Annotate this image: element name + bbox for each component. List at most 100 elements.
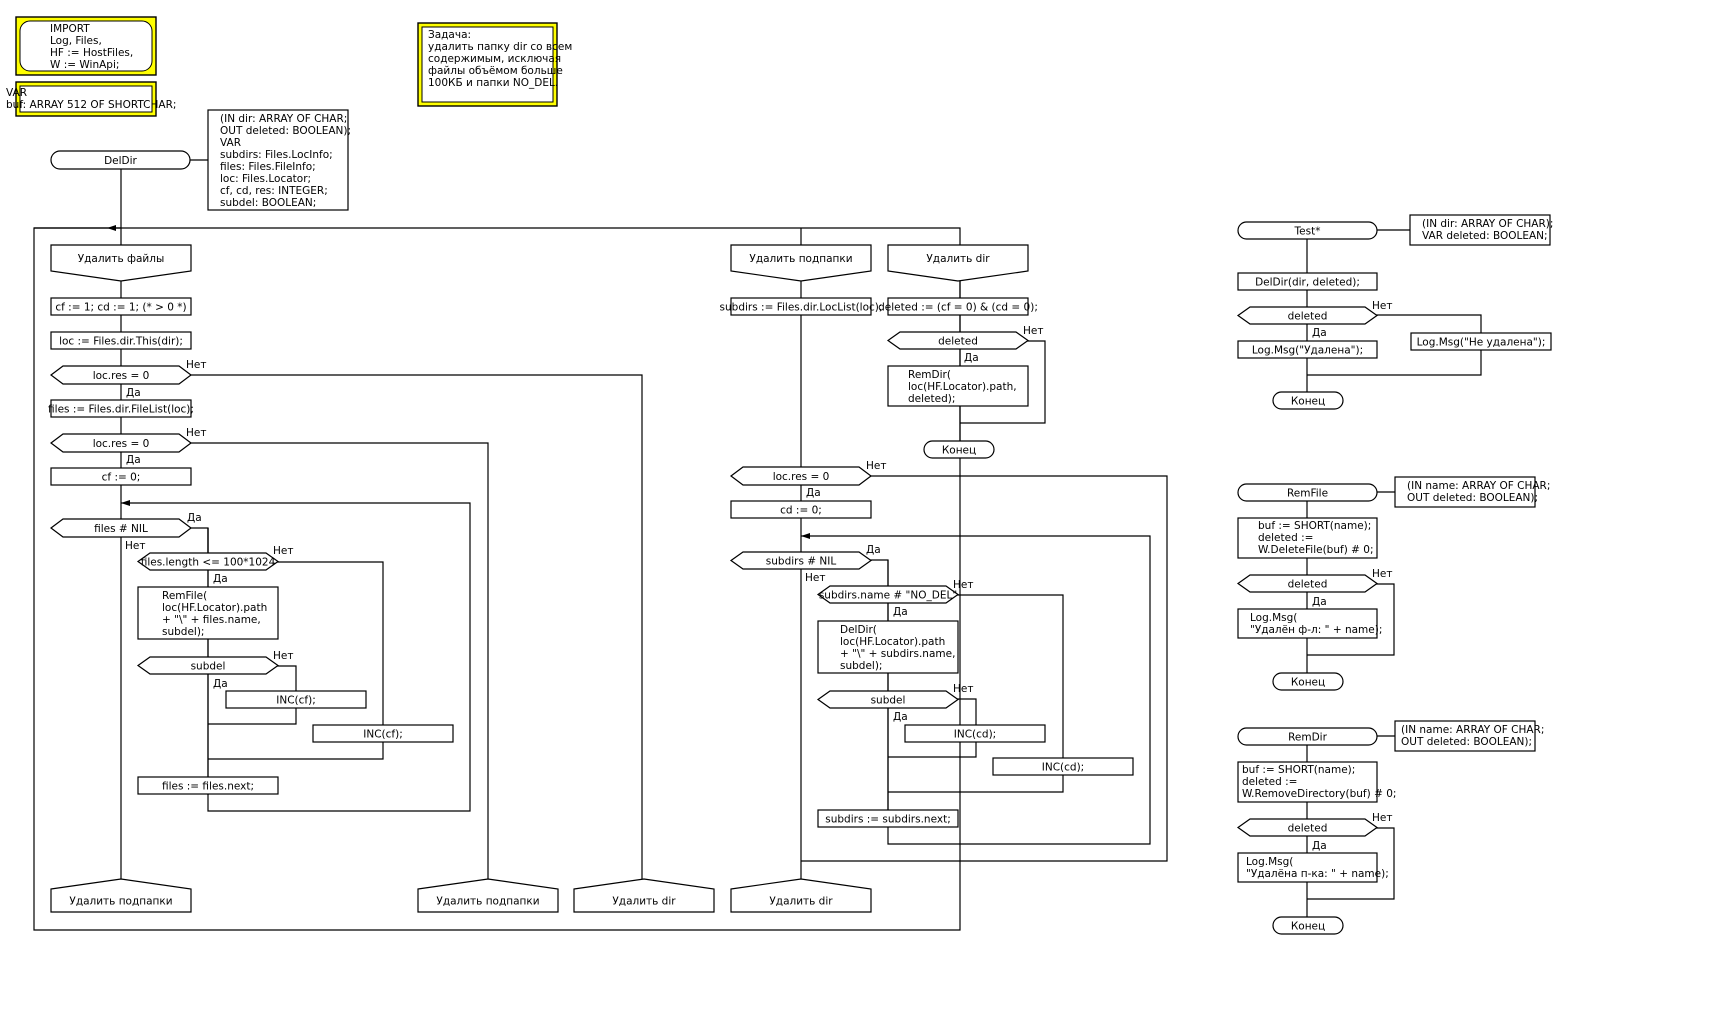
remdir-cond: deleted	[1236, 818, 1379, 837]
branch-label: Нет	[866, 460, 886, 472]
shape-text-line: удалить папку dir со всем	[428, 41, 572, 53]
shape-text-line: W.DeleteFile(buf) # 0;	[1258, 544, 1374, 556]
deldir-init: cf := 1; cd := 1; (* > 0 *)	[50, 297, 192, 316]
connector-line	[1307, 349, 1482, 376]
shape-text-line: Удалить файлы	[78, 253, 165, 265]
deldir-inc-cd2: INC(cd);	[992, 757, 1134, 776]
shape-text-line: OUT deleted: BOOLEAN);	[220, 125, 351, 137]
shape-text-line: subdirs := subdirs.next;	[825, 814, 950, 826]
remfile-cond: deleted	[1236, 574, 1379, 593]
shape-text-line: Log, Files,	[50, 35, 102, 47]
shape-text-line: buf := SHORT(name);	[1242, 764, 1355, 776]
branch-label: Да	[964, 352, 979, 364]
branch-label: Да	[1312, 596, 1327, 608]
connector-line	[801, 475, 1168, 862]
branch-label: Нет	[125, 540, 145, 552]
deldir-loc-res2: loc.res = 0	[50, 433, 192, 453]
shape-text-line: subdel: BOOLEAN;	[220, 197, 316, 209]
remfile-body: buf := SHORT(name);deleted := W.DeleteFi…	[1237, 517, 1378, 559]
shape-text-line: VAR deleted: BOOLEAN;	[1422, 230, 1548, 242]
shape-text-line: loc.res = 0	[773, 471, 830, 483]
branch-label: Да	[1312, 840, 1327, 852]
shape-text-line: subdirs # NIL	[766, 556, 837, 568]
shape-text-line: Log.Msg(	[1250, 612, 1297, 624]
shape-text-line: INC(cd);	[1042, 762, 1084, 774]
deldir-subdel: subdel	[136, 656, 280, 675]
shape-text-line: INC(cf);	[363, 729, 402, 741]
shape-text-line: OUT deleted: BOOLEAN);	[1401, 736, 1532, 748]
deldir-inc-cd: INC(cd);	[904, 724, 1046, 743]
deldir-subdirs-list: subdirs := Files.dir.LocList(loc);	[720, 297, 883, 316]
shape-text-line: deleted :=	[1258, 532, 1313, 544]
shape-text-line: subdel	[191, 661, 226, 673]
shape-text-line: files.length <= 100*1024	[141, 557, 276, 569]
shape-text-line: HF := HostFiles,	[50, 47, 133, 59]
shape-text-line: DelDir	[104, 155, 137, 167]
test-yes-msg: Log.Msg("Удалена");	[1237, 340, 1378, 359]
notes-import: IMPORT Log, Files, HF := HostFiles, W :=…	[15, 16, 157, 76]
shape-text-line: subdirs.name # "NO_DEL"	[819, 590, 957, 602]
shape-text-line: subdel	[871, 695, 906, 707]
shape-text-line: cf, cd, res: INTEGER;	[220, 185, 328, 197]
connector-line	[888, 594, 1064, 793]
deldir-deleted-assign: deleted := (cf = 0) & (cd = 0);	[878, 297, 1038, 316]
shape-text-line: subdirs := Files.dir.LocList(loc);	[720, 302, 883, 314]
shape-text-line: "Удалёна п-ка: " + name);	[1246, 868, 1389, 880]
connector-line	[801, 535, 1151, 845]
shape-text-line: loc: Files.Locator;	[220, 173, 311, 185]
branch-label: Нет	[1023, 325, 1043, 337]
deldir-branch-dir: Удалить dir	[887, 244, 1029, 282]
test-call: DelDir(dir, deleted);	[1237, 272, 1378, 291]
connector-line	[869, 559, 889, 827]
branch-label: Нет	[1372, 812, 1392, 824]
shape-text-line: + "\" + files.name,	[162, 614, 261, 626]
test-title: Test*	[1237, 221, 1378, 240]
shape-text-line: Конец	[942, 445, 976, 457]
branch-label: Нет	[953, 579, 973, 591]
connector-line	[1307, 583, 1395, 656]
shape-text-line: cf := 0;	[102, 472, 141, 484]
branch-label: Нет	[805, 572, 825, 584]
deldir-loc-res3: loc.res = 0	[730, 466, 872, 486]
shape-text-line: deleted);	[908, 393, 955, 405]
shape-text-line: содержимым, исключая	[428, 53, 561, 65]
deldir-inc-cf2: INC(cf);	[312, 724, 454, 743]
remdir-title: RemDir	[1237, 727, 1378, 746]
deldir-files-next: files := files.next;	[137, 776, 279, 795]
shape-text-line: RemDir(	[908, 369, 951, 381]
deldir-branch-files: Удалить файлы	[50, 244, 192, 282]
shape-text-line: cf := 1; cd := 1; (* > 0 *)	[55, 302, 186, 314]
remdir-params: (IN name: ARRAY OF CHAR; OUT deleted: BO…	[1394, 720, 1544, 752]
deldir-goto-subdirs2: Удалить подпапки	[417, 878, 559, 913]
branch-label: Да	[213, 678, 228, 690]
shape-text-line: loc.res = 0	[93, 438, 150, 450]
shape-text-line: Log.Msg("Не удалена");	[1417, 337, 1546, 349]
test-params: (IN dir: ARRAY OF CHAR); VAR deleted: BO…	[1409, 214, 1553, 246]
shape-text-line: (IN name: ARRAY OF CHAR;	[1401, 724, 1544, 736]
shape-text-line: files := files.next;	[162, 781, 254, 793]
connector-line	[208, 561, 384, 760]
deldir-goto-subdirs1: Удалить подпапки	[50, 878, 192, 913]
connector-line	[1307, 827, 1395, 900]
branch-label: Да	[1312, 327, 1327, 339]
deldir-inc-cf: INC(cf);	[225, 690, 367, 709]
deldir-files-len: files.length <= 100*1024	[136, 552, 280, 571]
arrow-head	[121, 500, 130, 506]
shape-text-line: Задача:	[428, 29, 471, 41]
branch-label: Нет	[1372, 300, 1392, 312]
branch-label: Нет	[273, 545, 293, 557]
shape-text-line: deleted	[1288, 579, 1328, 591]
shape-text-line: files := Files.dir.FileList(loc);	[48, 404, 194, 416]
deldir-cd0: cd := 0;	[730, 500, 872, 519]
deldir-end: Конец	[923, 440, 995, 459]
deldir-files-nil: files # NIL	[50, 518, 192, 538]
shape-text-line: Удалить подпапки	[69, 896, 172, 908]
deldir-loc-this: loc := Files.dir.This(dir);	[50, 331, 192, 350]
connector-line	[189, 374, 643, 880]
connector-line	[1376, 314, 1482, 333]
branch-label: Да	[893, 711, 908, 723]
shape-text-line: deleted	[1288, 311, 1328, 323]
shape-text-line: loc(HF.Locator).path,	[908, 381, 1017, 393]
shape-text-line: "Удалён ф-л: " + name);	[1250, 624, 1382, 636]
shape-text-line: Конец	[1291, 396, 1325, 408]
